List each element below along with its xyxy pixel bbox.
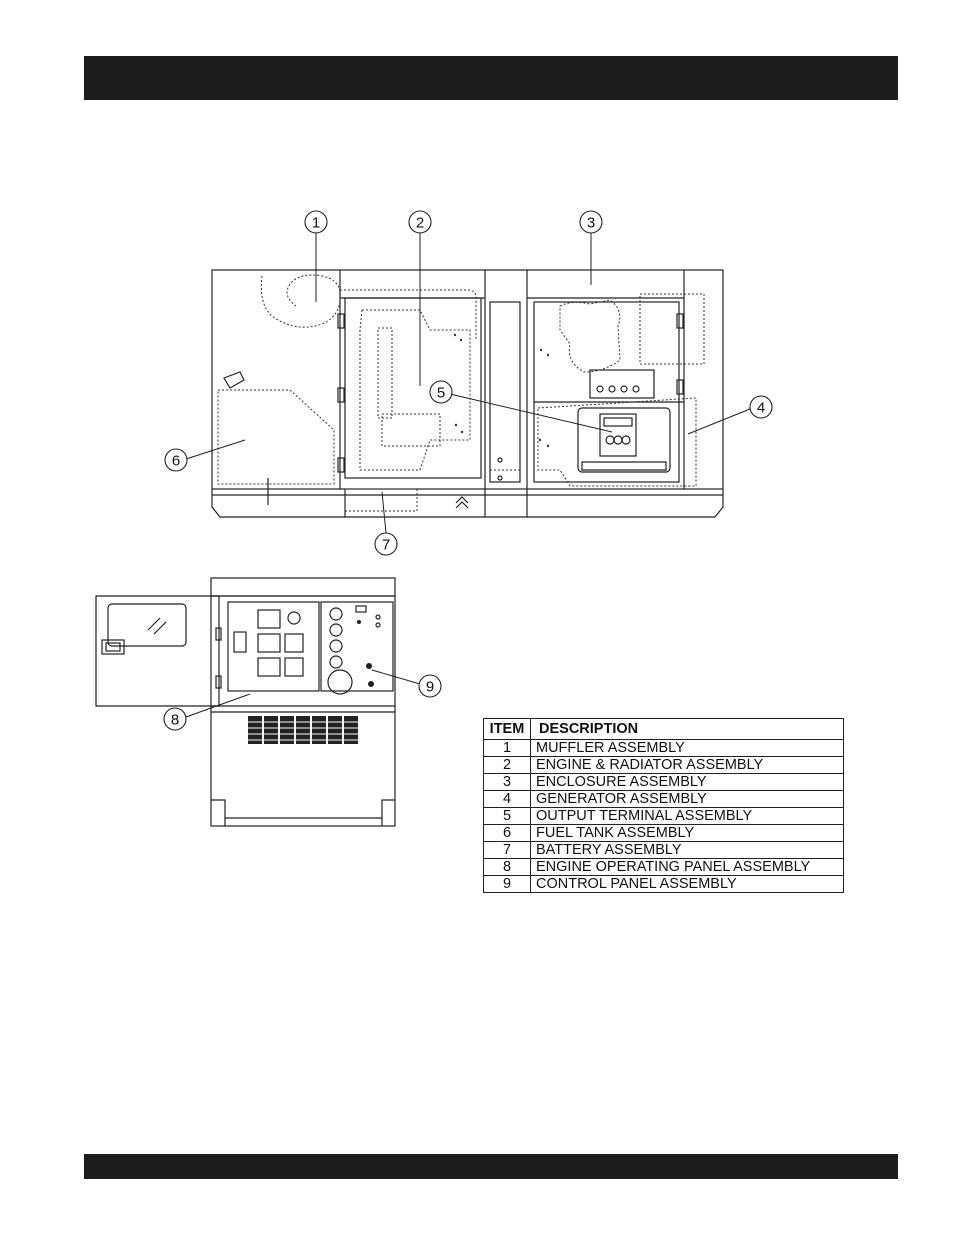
enclosure-outline [212, 270, 723, 489]
row-item: 7 [484, 842, 531, 859]
row-description: MUFFLER ASSEMBLY [531, 740, 844, 757]
lift-point-icon [456, 497, 468, 508]
row-description: FUEL TANK ASSEMBLY [531, 825, 844, 842]
header-description: DESCRIPTION [531, 719, 844, 740]
table-header-row: ITEM DESCRIPTION [484, 719, 844, 740]
callout-7: 7 [382, 537, 390, 554]
row-description: BATTERY ASSEMBLY [531, 842, 844, 859]
muffler-outline [261, 275, 340, 327]
generator-outline [538, 398, 696, 486]
row-item: 8 [484, 859, 531, 876]
front-view-diagram [96, 578, 395, 826]
engine-outline [360, 310, 470, 470]
row-item: 5 [484, 808, 531, 825]
row-item: 3 [484, 774, 531, 791]
row-description: ENGINE OPERATING PANEL ASSEMBLY [531, 859, 844, 876]
callout-1: 1 [312, 215, 320, 232]
row-item: 1 [484, 740, 531, 757]
row-item: 4 [484, 791, 531, 808]
callout-9: 9 [426, 679, 434, 696]
callout-5: 5 [437, 385, 445, 402]
callout-4: 4 [757, 400, 765, 417]
callout-2: 2 [416, 215, 424, 232]
callout-3: 3 [587, 215, 595, 232]
header-item: ITEM [484, 719, 531, 740]
callout-6: 6 [172, 453, 180, 470]
row-item: 6 [484, 825, 531, 842]
row-description: ENCLOSURE ASSEMBLY [531, 774, 844, 791]
row-item: 9 [484, 876, 531, 893]
row-description: CONTROL PANEL ASSEMBLY [531, 876, 844, 893]
row-description: OUTPUT TERMINAL ASSEMBLY [531, 808, 844, 825]
row-description: ENGINE & RADIATOR ASSEMBLY [531, 757, 844, 774]
callout-8: 8 [171, 712, 179, 729]
footer-bar [84, 1154, 898, 1179]
row-description: GENERATOR ASSEMBLY [531, 791, 844, 808]
battery-outline [345, 489, 417, 511]
control-panel [321, 602, 393, 691]
engine-door [345, 298, 481, 478]
row-item: 2 [484, 757, 531, 774]
fuel-tank-outline [218, 390, 334, 484]
engine-operating-panel [228, 602, 319, 691]
